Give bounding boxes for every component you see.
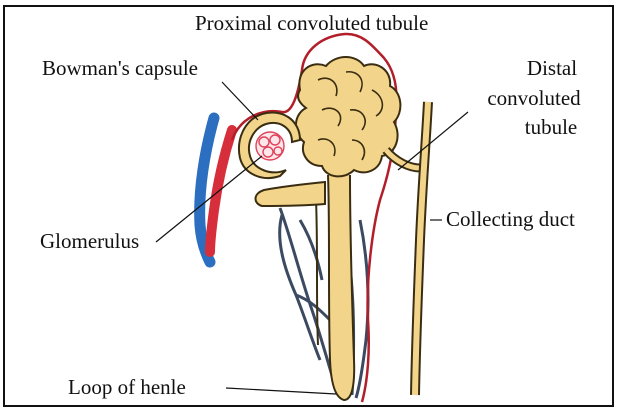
leader-distal xyxy=(398,112,468,170)
leader-bowman xyxy=(222,82,258,120)
descending-limb xyxy=(328,175,354,400)
label-collecting-duct: Collecting duct xyxy=(446,209,575,230)
label-distal-line2: convoluted xyxy=(472,88,596,109)
glomerulus-tuft xyxy=(256,132,284,160)
label-distal-line1: Distal xyxy=(508,58,596,79)
label-distal-line3: tubule xyxy=(506,117,596,138)
artery-vessel xyxy=(210,130,232,252)
tubule-neck xyxy=(256,182,326,206)
label-loop-of-henle: Loop of henle xyxy=(68,377,186,398)
leader-loop xyxy=(226,388,336,394)
label-proximal-convoluted-tubule: Proximal convoluted tubule xyxy=(195,13,428,34)
label-glomerulus: Glomerulus xyxy=(40,231,139,252)
proximal-tubule-mass xyxy=(296,57,400,176)
label-bowmans-capsule: Bowman's capsule xyxy=(42,58,198,79)
